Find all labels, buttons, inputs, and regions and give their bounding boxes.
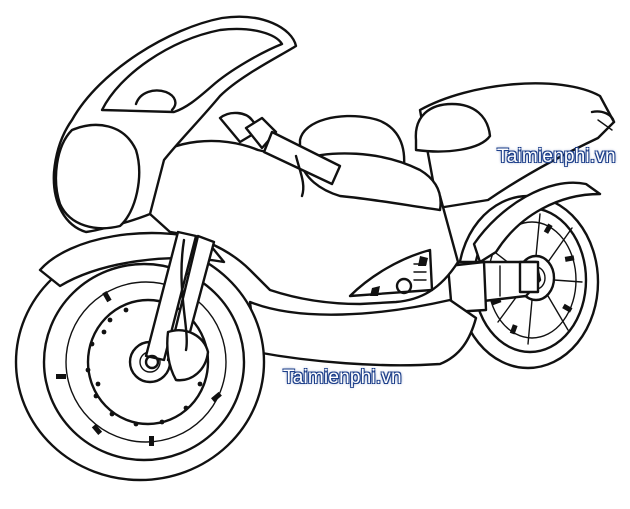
belly-pan (248, 298, 478, 367)
swingarm (446, 260, 542, 314)
rear-fender (472, 181, 602, 264)
front-fork (144, 230, 216, 382)
handlebar (218, 111, 342, 198)
front-wheel (14, 242, 266, 482)
front-rim-marks (56, 291, 222, 446)
engine (348, 248, 434, 298)
rear-seat (414, 102, 492, 153)
watermark-text: Taimienphi.vn (497, 146, 616, 167)
brake-disc-holes (85, 307, 203, 427)
watermark-text: Taimienphi.vn (283, 367, 402, 388)
headlight (54, 123, 141, 230)
mirror (134, 89, 177, 112)
